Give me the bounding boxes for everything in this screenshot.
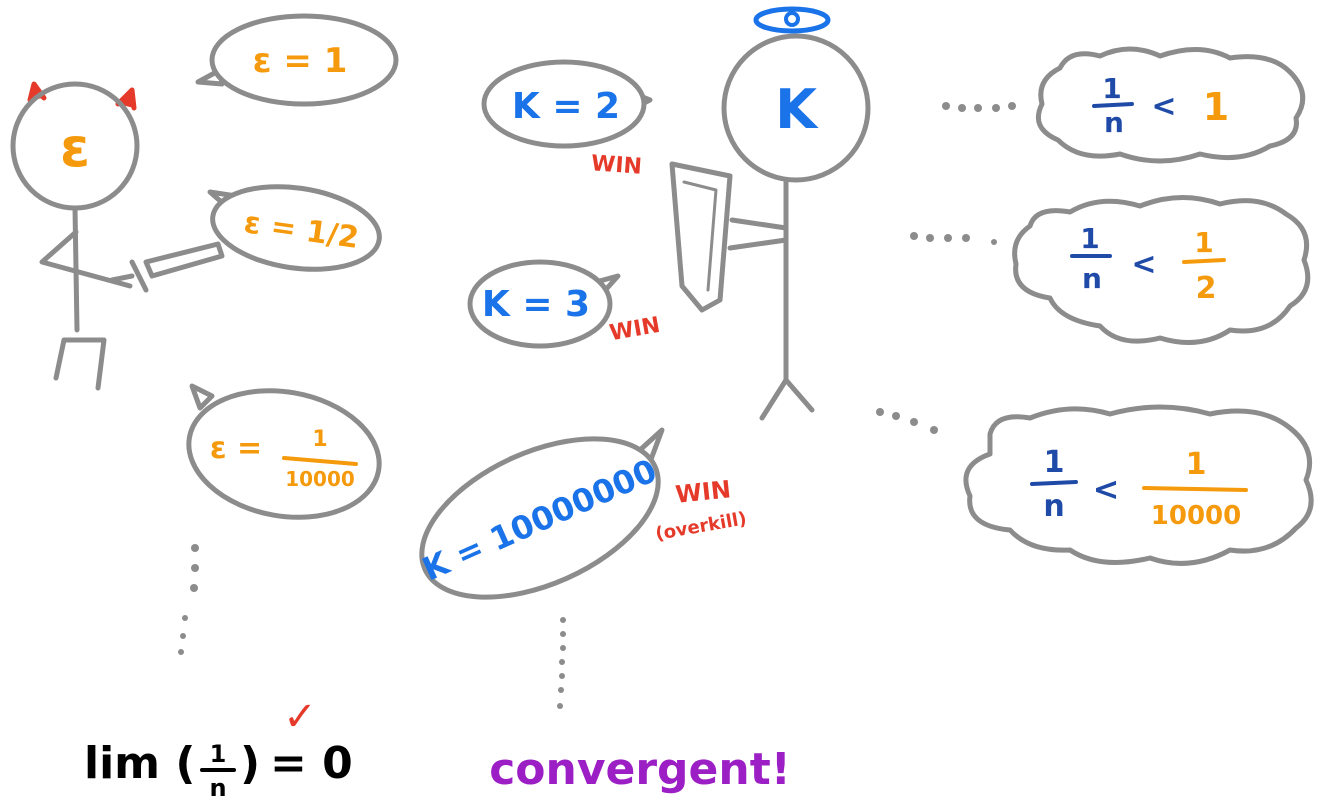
epsilon-bubble-3-denominator: 10000 [285,467,355,491]
epsilon-head-label: ε [60,116,90,179]
inequality-1-lhs-den: n [1104,106,1124,139]
inequality-3-lhs-den: n [1043,489,1064,524]
k-bubble-1-result: WIN [590,151,642,179]
epsilon-bubble-1-label: ε = 1 [253,41,348,81]
check-mark-icon: ✓ [283,694,317,740]
epsilon-bubble-3-fraction-bar [282,456,358,466]
halo-icon [753,6,831,34]
shield-icon [669,161,733,313]
k-legs [759,377,815,421]
epsilon-bubble-1: ε = 1 [195,13,399,107]
limit-expression: lim ( 1 n ) = 0 ✓ [84,694,353,802]
k-arm [727,217,789,251]
k-head-label: K [775,78,819,141]
k-bubble-2-label: K = 3 [482,284,590,325]
inequality-cloud-1: 1 n < 1 [942,46,1306,164]
inequality-2-lhs-den: n [1082,262,1102,295]
k-bubble-3-result: WIN [674,475,732,509]
epsilon-bubble-3: ε = 1 10000 [186,383,382,520]
limit-numerator: 1 [210,740,227,768]
inequality-cloud-2: 1 n < 1 2 [910,195,1311,345]
k-bubble-1: K = 2 WIN [481,59,653,180]
epsilon-legs [53,337,107,391]
sword-icon [109,241,225,293]
inequality-3-op: < [1093,470,1120,508]
inequality-2-lhs-num: 1 [1080,222,1099,255]
epsilon-arm [39,229,133,289]
inequality-2-op: < [1131,247,1156,282]
epsilon-bubble-3-label: ε = [210,431,262,466]
inequality-2-rhs-den: 2 [1196,271,1217,306]
k-bubble-3: K = 10000000 WIN (overkill) [417,427,748,600]
k-head [721,33,871,183]
k-angel-figure: K [669,6,871,421]
epsilon-devil-figure: ε [10,81,225,391]
k-bubble-2-result: WIN [608,313,662,346]
limit-result: = 0 [270,738,353,789]
verdict-label: convergent! [489,744,791,795]
inequality-3-rhs-den: 10000 [1151,501,1241,531]
inequality-cloud-3: 1 n < 1 10000 [876,404,1314,566]
inequality-3-lhs-num: 1 [1044,445,1065,480]
inequality-1-rhs: 1 [1203,85,1229,129]
k-bubble-1-label: K = 2 [512,86,620,127]
limit-suffix: ) [240,738,260,789]
inequality-1-op: < [1151,89,1176,124]
inequality-2-rhs-num: 1 [1194,226,1213,259]
k-bubble-2: K = 3 WIN [467,259,662,349]
k-bubble-3-note: (overkill) [654,508,748,545]
inequality-3-rhs-num: 1 [1186,447,1207,482]
limit-denominator: n [209,774,226,802]
epsilon-bubble-2: ε = 1/2 [207,184,382,272]
epsilon-bubble-3-numerator: 1 [312,427,327,452]
inequality-1-lhs-num: 1 [1102,72,1121,105]
limit-prefix: lim ( [84,738,195,789]
